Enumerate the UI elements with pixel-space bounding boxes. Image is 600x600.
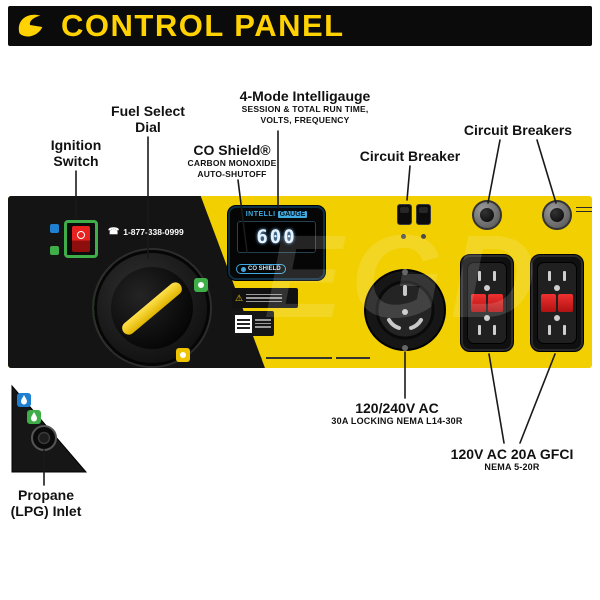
gfci-face [467, 262, 507, 344]
outlet-slot [563, 271, 566, 281]
callout-title: 120V AC 20A GFCI [450, 446, 574, 462]
callout-title: Propane [17, 487, 74, 503]
test-reset-buttons [541, 294, 573, 312]
propane-corner-piece [10, 384, 88, 474]
gasoline-fuel-icon [176, 348, 190, 362]
callout-sub: CARBON MONOXIDE [187, 158, 277, 169]
intelligauge-screen: 600 [237, 221, 316, 253]
banner-title: CONTROL PANEL [61, 8, 345, 43]
breaker-button [416, 204, 431, 225]
callout-circuit-breaker: Circuit Breaker [360, 148, 460, 164]
control-panel: ☎ 1-877-338-0999 INTELLI GAUGE 600 [8, 196, 592, 368]
callout-title: Circuit Breaker [359, 148, 461, 164]
callout-title: Fuel Select [111, 103, 185, 119]
outlet-slot [548, 271, 551, 281]
qr-sticker [232, 311, 274, 336]
callout-title: Ignition [50, 137, 102, 153]
sticker-text-lines [246, 292, 283, 305]
ground-hole [484, 285, 490, 291]
main-circuit-breaker [394, 202, 436, 248]
lpg-fuel-icon [194, 278, 208, 292]
warning-stickers: ⚠ [232, 288, 302, 338]
outlet-slot [563, 325, 566, 335]
callout-title: CO Shield® [193, 142, 271, 158]
callout-fuel-select: Fuel Select Dial [111, 103, 185, 135]
outlet-slot [478, 325, 481, 335]
warning-icon: ⚠ [235, 292, 244, 303]
callout-title: 4-Mode Intelligauge [239, 88, 371, 104]
dial-knob [111, 267, 193, 349]
callout-title: Switch [53, 153, 99, 170]
outlet-slot [478, 271, 481, 281]
sticker-text-lines [255, 317, 271, 330]
co-shield-badge-text: CO SHIELD [248, 266, 281, 272]
ground-hole [554, 315, 560, 321]
push-breaker [542, 200, 572, 230]
test-reset-buttons [471, 294, 503, 312]
callout-sub: SESSION & TOTAL RUN TIME, [241, 104, 369, 115]
breaker-button [397, 204, 412, 225]
brand-right: GAUGE [277, 211, 308, 218]
screw [421, 234, 426, 239]
outlet-slot [548, 325, 551, 335]
callout-title: (LPG) Inlet [10, 503, 82, 520]
ignition-rocker [72, 226, 90, 252]
banner: CONTROL PANEL [8, 6, 592, 46]
callout-circuit-breakers: Circuit Breakers [464, 122, 572, 138]
intelligauge-brand: INTELLI GAUGE [230, 211, 323, 218]
breaker-print-lines [576, 204, 592, 215]
callout-ignition-switch: Ignition Switch [51, 137, 102, 169]
dial-pointer [119, 279, 185, 337]
callout-sub: 30A LOCKING NEMA L14-30R [331, 416, 463, 427]
warning-sticker: ⚠ [232, 288, 298, 308]
callout-sub: NEMA 5-20R [484, 462, 540, 473]
intelligauge: INTELLI GAUGE 600 CO SHIELD [228, 206, 325, 280]
support-phone: ☎ 1-877-338-0999 [108, 226, 184, 237]
push-breaker [472, 200, 502, 230]
co-shield-badge: CO SHIELD [236, 264, 286, 274]
locking-outlet-l14-30r [363, 268, 447, 352]
propane-inlet-port [31, 425, 57, 451]
run-indicator-icon [50, 246, 59, 255]
gfci-face [537, 262, 577, 344]
phone-icon: ☎ [108, 226, 120, 236]
callout-sub: AUTO-SHUTOFF [197, 168, 267, 179]
callout-intelligauge: 4-Mode Intelligauge SESSION & TOTAL RUN … [240, 88, 371, 125]
callout-title: 120/240V AC [355, 400, 439, 416]
fuel-select-dial [92, 250, 210, 366]
ground-hole [484, 315, 490, 321]
outlet-slot [493, 325, 496, 335]
fuel-type-icons [17, 393, 41, 424]
callout-co-shield: CO Shield® CARBON MONOXIDE AUTO-SHUTOFF [188, 142, 277, 179]
callout-sub: VOLTS, FREQUENCY [260, 114, 350, 125]
gfci-outlet [530, 254, 584, 352]
support-phone-number: 1-877-338-0999 [123, 226, 184, 237]
callout-ac-outlet: 120/240V AC 30A LOCKING NEMA L14-30R [331, 400, 462, 427]
callout-title: Dial [135, 119, 161, 136]
screw [401, 234, 406, 239]
warning-icon: ⚠ [256, 354, 263, 361]
ground-hole [554, 285, 560, 291]
intelligauge-reading: 600 [256, 226, 297, 248]
gfci-outlet [460, 254, 514, 352]
qr-code [235, 314, 252, 333]
callout-gfci-outlet: 120V AC 20A GFCI NEMA 5-20R [451, 446, 574, 473]
ignition-switch [64, 220, 98, 258]
brand-logo-icon [13, 9, 47, 43]
brand-left: INTELLI [245, 211, 276, 218]
battery-indicator-icon [50, 224, 59, 233]
outlet-slot [493, 271, 496, 281]
advice-print: ⚠ [256, 354, 371, 361]
callout-propane-inlet: Propane (LPG) Inlet [11, 487, 82, 519]
callout-title: Circuit Breakers [463, 122, 573, 138]
